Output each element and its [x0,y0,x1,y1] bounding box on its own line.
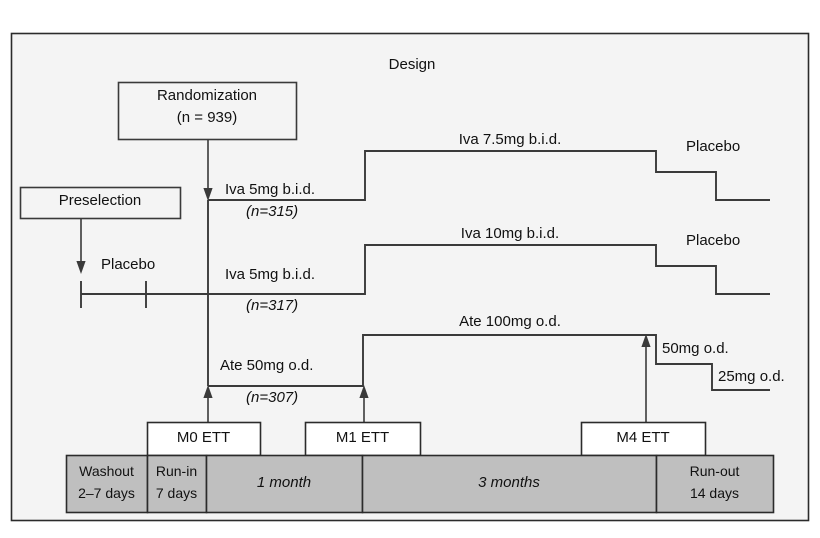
timeline-segment-run-in [146,454,208,514]
timeline-label-run-out-line1: Run-out [689,463,740,479]
m4-arrow-head [641,334,651,347]
timeline-label-run-in-line2: 7 days [155,485,198,501]
arm-iva-high-path [208,150,770,201]
timeline-label-washout-line2: 2–7 days [78,485,135,501]
m0-arrow-head [203,385,213,398]
timeline-label-run-in-line1: Run-in [155,463,198,479]
timeline-segment-three-months [361,454,658,514]
timeline-label-one-month: 1 month [256,474,312,491]
arm-iva-high-end-label: Placebo [686,138,741,155]
preselection-placebo-label: Placebo [101,256,156,273]
arm-iva-high-mid-label: Iva 7.5mg b.i.d. [458,131,562,148]
arm-atenolol-mid-label: Ate 100mg o.d. [459,313,561,330]
timeline-label-washout-line1: Washout [79,463,134,479]
arm-iva-high-start-label: Iva 5mg b.i.d. [225,181,316,198]
randomization-label-line2: (n = 939) [176,109,238,126]
preselection-label: Preselection [58,192,142,209]
preselection-arrow-head [76,261,86,274]
arm-atenolol-path [208,334,770,391]
ett-box-m1 [304,421,422,457]
arm-iva-low-end-label: Placebo [686,232,741,249]
arm-iva-low-start-label: Iva 5mg b.i.d. [225,266,316,283]
ett-label-m1: M1 ETT [335,429,390,446]
ett-label-m0: M0 ETT [176,429,231,446]
randomization-box [117,81,298,141]
arm-iva-high-start-n: (n=315) [246,203,299,220]
preselection-box [19,186,182,220]
arm-iva-low-start-n: (n=317) [246,297,299,314]
randomization-label-line1: Randomization [156,87,258,104]
timeline-segment-run-out [655,454,775,514]
timeline-label-three-months: 3 months [478,474,540,491]
arm-iva-low-mid-label: Iva 10mg b.i.d. [460,225,560,242]
ett-box-m0 [146,421,262,457]
m1-arrow-head [359,385,369,398]
arm-iva-low-path [208,244,770,295]
arm-atenolol-start-label: Ate 50mg o.d. [220,357,314,374]
page-title: Design [388,56,436,73]
timeline-label-run-out-line2: 14 days [689,485,740,501]
arm-atenolol-taper-label-2: 25mg o.d. [718,368,785,385]
ett-label-m4: M4 ETT [616,429,670,446]
randomization-arrow-head [203,188,213,201]
ett-box-m4 [580,421,707,457]
arm-atenolol-start-n: (n=307) [246,389,299,406]
arm-atenolol-taper-label-1: 50mg o.d. [662,340,729,357]
